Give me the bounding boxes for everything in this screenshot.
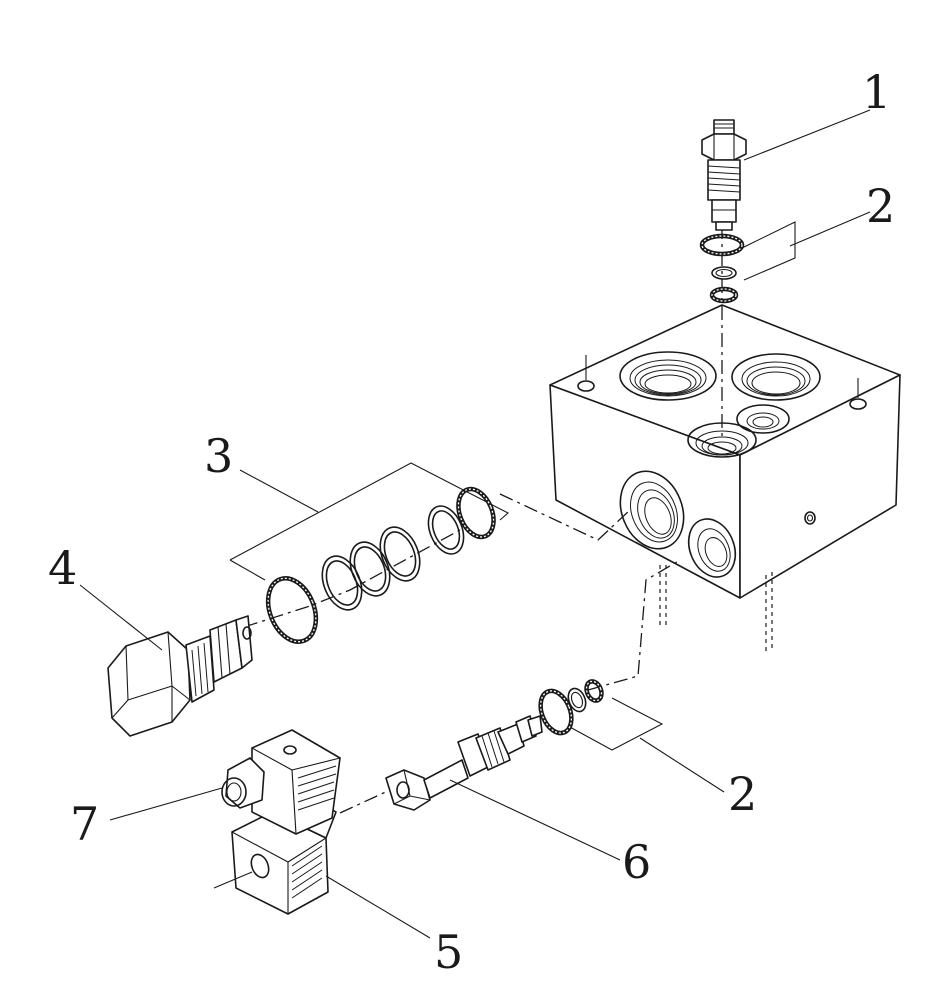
valve-block [549,304,901,655]
callout-5: 5 [434,925,463,979]
callout-4: 4 [48,541,77,595]
callout-1: 1 [862,65,891,119]
callout-7: 7 [70,797,99,851]
callout-2-top: 2 [866,179,895,233]
part-1-cartridge-valve [701,119,747,231]
leader-lines [79,109,871,939]
callout-3: 3 [204,429,233,483]
part-6-solenoid-stem [385,715,543,811]
part-2-seal-set-top [699,233,745,304]
part-2-seal-set-bottom [538,679,664,751]
callout-labels: 1 2 3 4 2 6 7 5 [48,65,895,979]
callout-6: 6 [622,835,651,889]
callout-2-bottom: 2 [728,767,757,821]
part-3-seal-kit [229,462,509,644]
part-7-connector-plug [221,729,341,835]
assembly-center-lines [243,225,723,814]
part-4-relief-valve [107,615,253,737]
